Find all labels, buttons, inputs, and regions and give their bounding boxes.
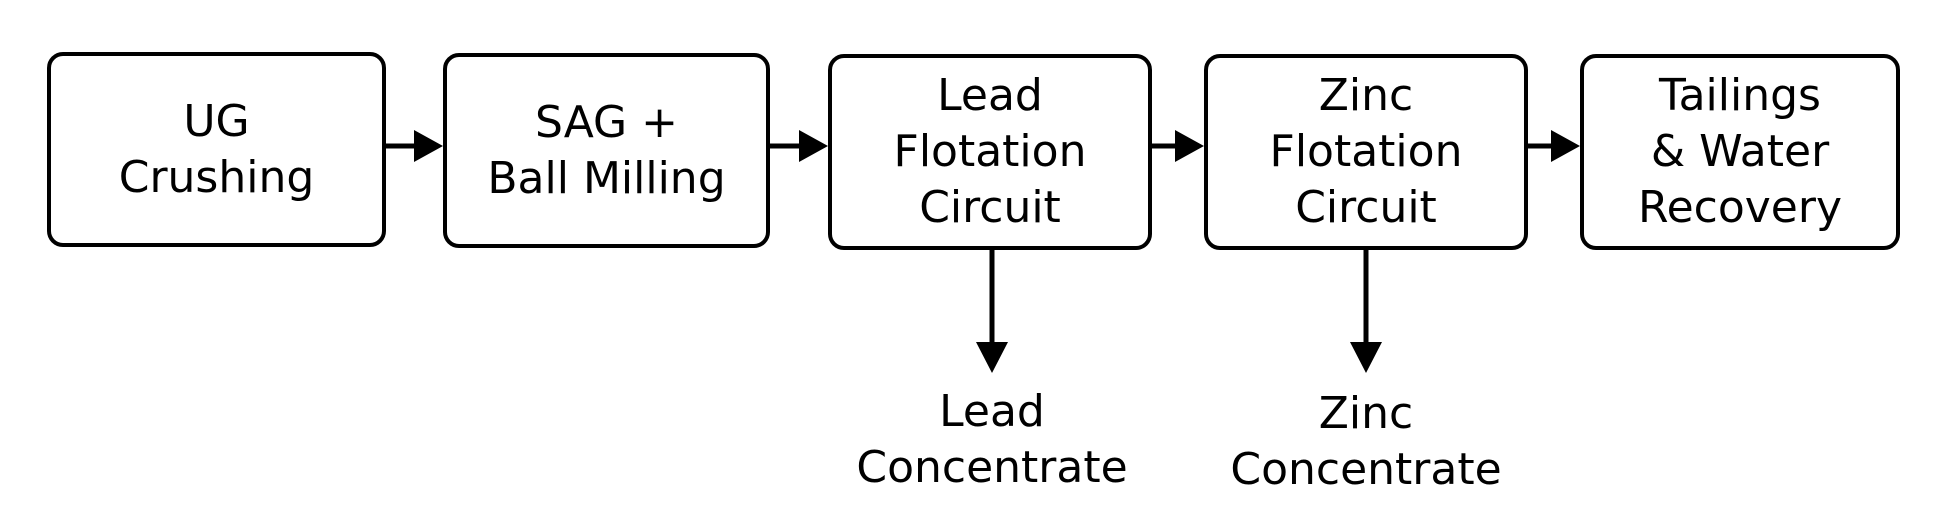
step-ug-crushing: UG Crushing bbox=[47, 52, 386, 247]
step-lead-flotation-line-1: Lead bbox=[937, 70, 1043, 121]
output-zinc-line-2: Concentrate bbox=[1230, 444, 1502, 495]
step-lead-flotation-line-3: Circuit bbox=[919, 182, 1061, 233]
output-lead-line-1: Lead bbox=[939, 386, 1045, 437]
step-zinc-flotation-line-3: Circuit bbox=[1295, 182, 1437, 233]
arrow-sag-to-lead bbox=[770, 130, 828, 162]
arrow-zinc-to-concentrate bbox=[1350, 248, 1382, 373]
step-sag-ball-milling: SAG + Ball Milling bbox=[443, 53, 770, 248]
step-zinc-flotation-line-2: Flotation bbox=[1269, 126, 1463, 177]
step-tailings-line-2: & Water bbox=[1650, 126, 1830, 177]
step-zinc-flotation-line-1: Zinc bbox=[1318, 70, 1414, 121]
arrow-ug-to-sag bbox=[386, 130, 443, 162]
output-lead-line-2: Concentrate bbox=[856, 442, 1128, 493]
arrow-zinc-to-tailings bbox=[1528, 130, 1580, 162]
arrow-lead-to-zinc bbox=[1152, 130, 1204, 162]
arrow-lead-to-concentrate bbox=[976, 248, 1008, 373]
step-lead-flotation-line-2: Flotation bbox=[893, 126, 1087, 177]
output-zinc-line-1: Zinc bbox=[1318, 388, 1414, 439]
step-tailings-line-1: Tailings bbox=[1659, 70, 1821, 121]
step-ug-crushing-line-2: Crushing bbox=[118, 151, 315, 203]
output-lead-concentrate: Lead Concentrate bbox=[842, 384, 1142, 496]
step-lead-flotation: Lead Flotation Circuit bbox=[828, 54, 1152, 250]
output-zinc-concentrate: Zinc Concentrate bbox=[1216, 386, 1516, 498]
step-tailings-water-recovery: Tailings & Water Recovery bbox=[1580, 54, 1900, 250]
step-zinc-flotation: Zinc Flotation Circuit bbox=[1204, 54, 1528, 250]
step-tailings-line-3: Recovery bbox=[1637, 182, 1842, 233]
step-sag-line-1: SAG + bbox=[534, 96, 679, 148]
step-ug-crushing-line-1: UG bbox=[183, 95, 250, 147]
step-sag-line-2: Ball Milling bbox=[487, 152, 726, 204]
